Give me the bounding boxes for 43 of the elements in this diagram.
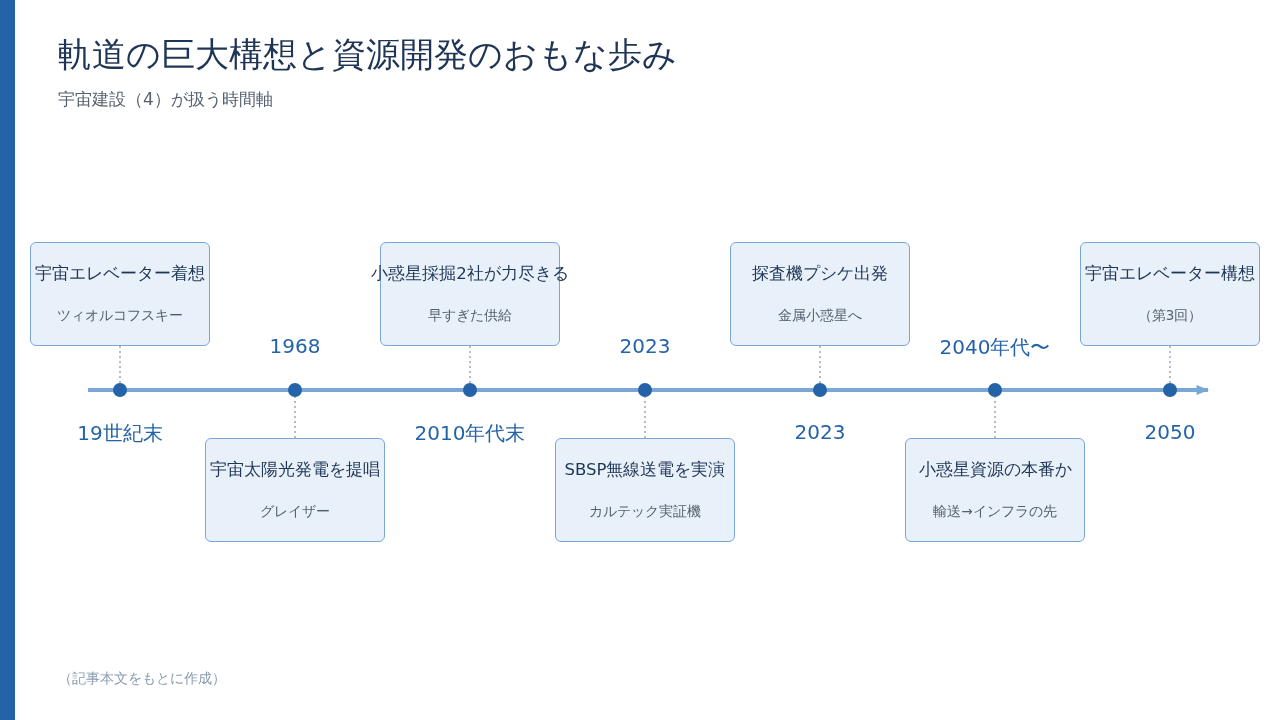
timeline-dot — [638, 383, 652, 397]
date-label: 2023 — [794, 420, 846, 444]
event-title: 宇宙エレベーター構想 — [1085, 263, 1255, 285]
event-detail: 早すぎた供給 — [428, 307, 512, 325]
event-detail: カルテック実証機 — [589, 503, 701, 521]
event-detail: 輸送→インフラの先 — [933, 503, 1057, 521]
event-box — [1080, 242, 1260, 346]
date-label: 1968 — [269, 334, 321, 358]
event-title: 宇宙太陽光発電を提唱 — [210, 459, 380, 481]
leader-line — [644, 396, 646, 439]
event-detail: 金属小惑星へ — [778, 307, 862, 325]
timeline-dot — [813, 383, 827, 397]
timeline-dot — [463, 383, 477, 397]
date-label: 19世紀末 — [77, 420, 163, 447]
date-label: 2040年代〜 — [939, 334, 1051, 361]
event-title: 宇宙エレベーター着想 — [35, 263, 205, 285]
event-title: 小惑星資源の本番か — [918, 459, 1072, 481]
timeline-dot — [988, 383, 1002, 397]
leader-line — [469, 345, 471, 384]
subtitle: 宇宙建設（4）が扱う時間軸 — [58, 88, 273, 111]
timeline-dot — [113, 383, 127, 397]
event-box — [205, 438, 385, 542]
event-box — [555, 438, 735, 542]
event-detail: ツィオルコフスキー — [57, 307, 183, 325]
leader-line — [994, 396, 996, 439]
event-title: SBSP無線送電を実演 — [564, 459, 726, 481]
timeline-dot — [288, 383, 302, 397]
event-box — [30, 242, 210, 346]
event-box — [730, 242, 910, 346]
date-label: 2023 — [619, 334, 671, 358]
event-detail: グレイザー — [260, 503, 330, 521]
date-label: 2050 — [1144, 420, 1196, 444]
source-note: （記事本文をもとに作成） — [58, 670, 226, 688]
leader-line — [1169, 345, 1171, 384]
title: 軌道の巨大構想と資源開発のおもな歩み — [58, 33, 677, 76]
timeline-dot — [1163, 383, 1177, 397]
event-box — [905, 438, 1085, 542]
date-label: 2010年代末 — [414, 420, 526, 447]
event-title: 探査機プシケ出発 — [752, 263, 888, 285]
leader-line — [819, 345, 821, 384]
leader-line — [294, 396, 296, 439]
event-detail: （第3回） — [1137, 307, 1203, 325]
leader-line — [119, 345, 121, 384]
